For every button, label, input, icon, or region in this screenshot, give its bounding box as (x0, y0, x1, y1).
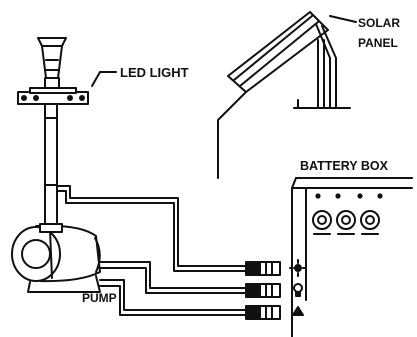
pump (11, 223, 101, 293)
pump-icon (292, 306, 304, 316)
plug-1 (245, 261, 281, 276)
light-bulb-icon (293, 283, 303, 297)
led-light-fixture (17, 37, 89, 105)
label-battery-box: BATTERY BOX (300, 159, 389, 173)
stem-pipe (44, 103, 58, 227)
label-solar-line1: SOLAR (358, 16, 400, 30)
plug-3 (245, 305, 281, 320)
leader-solar-panel (329, 15, 357, 23)
sun-icon (289, 259, 307, 277)
leader-led-light (91, 71, 117, 87)
battery-box (291, 177, 413, 337)
plug-2 (245, 283, 281, 298)
cables (56, 91, 247, 316)
label-led-light: LED LIGHT (120, 65, 189, 80)
label-pump: PUMP (82, 291, 117, 305)
label-solar-line2: PANEL (358, 36, 398, 50)
solar-panel (227, 11, 351, 109)
